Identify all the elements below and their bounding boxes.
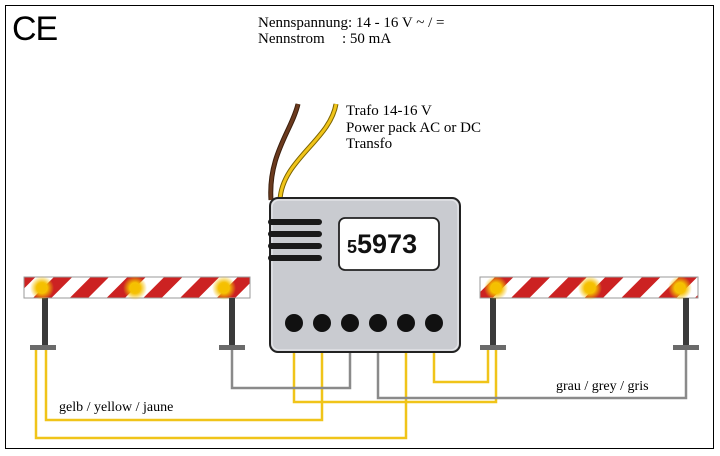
decoder-vent-slots [268, 219, 322, 261]
barrier-left [23, 276, 251, 350]
power-supply-note: Trafo 14-16 V Power pack AC or DC Transf… [346, 103, 481, 153]
yellow-wire-left-1 [44, 334, 324, 422]
voltage-row: Nennspannung: 14 - 16 V ~ / = [258, 15, 444, 31]
power-wires [268, 103, 339, 201]
terminal-6 [425, 314, 443, 332]
voltage-label: Nennspannung [258, 15, 348, 31]
terminal-1 [285, 314, 303, 332]
decoder-label-plate [338, 217, 440, 271]
yellow-power-wire [277, 103, 339, 201]
terminal-4 [369, 314, 387, 332]
barrier-left-foot-2 [219, 345, 245, 350]
power-note-line-3: Transfo [346, 136, 393, 152]
current-value: : 50 mA [342, 31, 392, 47]
yellow-wire-label: gelb / yellow / jaune [58, 400, 175, 416]
power-note-line-2: Power pack AC or DC [346, 119, 481, 136]
decoder-article-number: 55973 [347, 229, 417, 260]
yellow-wire-right-2 [432, 334, 490, 384]
barrier-left-foot-1 [30, 345, 56, 350]
yellow-wire-right-1 [292, 334, 498, 404]
decoder-number-prefix: 5 [347, 237, 358, 257]
current-label: Nennstrom [258, 31, 325, 47]
barrier-right [479, 276, 699, 350]
yellow-wiring [34, 334, 498, 440]
terminal-2 [313, 314, 331, 332]
grey-wire-right-1 [376, 334, 688, 400]
terminal-5 [397, 314, 415, 332]
grey-wire-label: grau / grey / gris [555, 379, 650, 395]
current-row: Nennstrom : 50 mA [258, 31, 444, 47]
barrier-right-post-2 [683, 298, 689, 346]
grey-wire-left [230, 334, 352, 390]
ce-mark: CE [12, 10, 58, 48]
power-note-line-1: Trafo 14-16 V [346, 103, 432, 119]
grey-wiring [230, 334, 688, 400]
decoder-module [268, 197, 461, 353]
barrier-right-foot-1 [480, 345, 506, 350]
barrier-left-post-1 [42, 298, 48, 346]
barrier-right-post-1 [490, 298, 496, 346]
decoder-number-main: 5973 [357, 229, 418, 259]
barrier-left-post-2 [229, 298, 235, 346]
yellow-wire-left-2 [34, 334, 408, 440]
rating-specs: Nennspannung: 14 - 16 V ~ / = Nennstrom:… [258, 15, 444, 47]
terminal-3 [341, 314, 359, 332]
voltage-value: : 14 - 16 V ~ / = [348, 15, 445, 31]
barrier-right-foot-2 [673, 345, 699, 350]
decoder-terminals [285, 314, 443, 332]
